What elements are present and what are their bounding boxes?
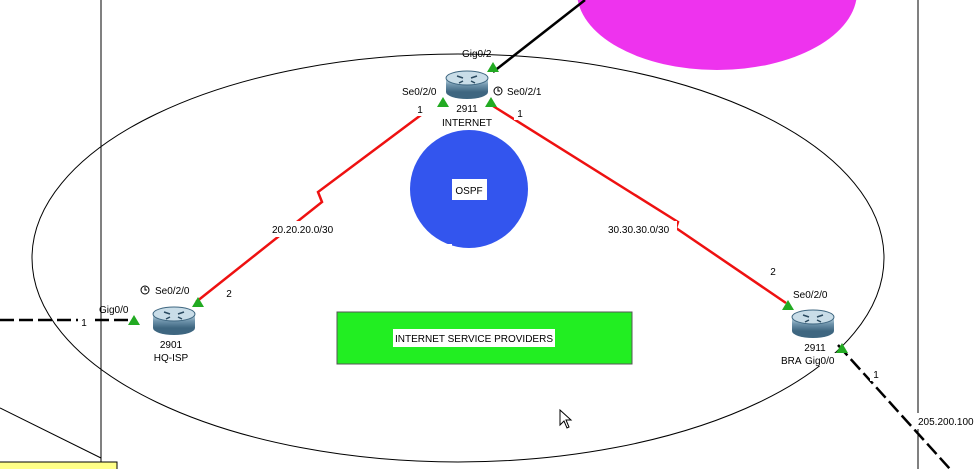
internet-num-right-bg xyxy=(514,106,526,120)
branch-num-serial: 2 xyxy=(770,267,776,278)
branch-model: 2911 xyxy=(804,343,826,354)
ospf-label-stub xyxy=(446,244,452,262)
ospf-label-bg xyxy=(452,179,487,200)
branch-num-serial-bg xyxy=(767,264,779,278)
serial-link-left[interactable] xyxy=(195,110,426,303)
area-diagonal-left xyxy=(0,407,102,459)
internet-port-se0-2-1: Se0/2/1 xyxy=(507,87,542,98)
internet-num-left: 1 xyxy=(417,105,423,116)
magenta-area-shape[interactable] xyxy=(577,0,857,70)
isp-box-label-bg xyxy=(393,329,555,347)
internet-model: 2911 xyxy=(456,104,478,115)
router-branch[interactable] xyxy=(791,309,835,338)
net-left-label: 20.20.20.0/30 xyxy=(272,225,334,236)
branch-num-gig: 1 xyxy=(873,370,879,381)
wan-right-bg xyxy=(915,413,976,429)
hq-num-serial: 2 xyxy=(226,289,232,300)
link-gig0-2[interactable] xyxy=(492,0,586,73)
port-up-hq-gig0-0 xyxy=(128,315,140,325)
net-left-bg xyxy=(269,221,351,237)
clock-icon xyxy=(140,285,150,295)
port-up-hq-se0-2-0 xyxy=(192,297,204,307)
mouse-cursor-icon xyxy=(559,408,573,429)
port-up-internet-se0-2-1 xyxy=(485,97,497,107)
internet-name: INTERNET xyxy=(442,118,492,129)
hq-port-gig0-0: Gig0/0 xyxy=(99,305,129,316)
ospf-label: OSPF xyxy=(455,186,482,197)
hq-num-gig: 1 xyxy=(81,318,87,329)
branch-port-gig-bg xyxy=(803,353,839,366)
port-up-branch-gig0-0 xyxy=(836,343,848,353)
internet-num-right: 1 xyxy=(517,109,523,120)
isp-box-label: INTERNET SERVICE PROVIDERS xyxy=(395,334,553,345)
net-right-label: 30.30.30.0/30 xyxy=(608,225,670,236)
hq-num-serial-bg xyxy=(223,286,235,300)
net-right-bg xyxy=(605,221,677,237)
port-up-internet-gig0-2 xyxy=(487,62,499,72)
branch-name: BRA xyxy=(781,356,802,367)
branch-port-gig0-0: Gig0/0 xyxy=(805,356,835,367)
yellow-note[interactable] xyxy=(0,461,118,469)
clock-icon xyxy=(493,86,503,96)
hq-port-se0-2-0: Se0/2/0 xyxy=(155,286,190,297)
wan-right-label: 205.200.100 xyxy=(918,417,974,428)
hq-num-gig-bg xyxy=(78,315,90,329)
link-branch-gig0-0[interactable] xyxy=(837,344,951,469)
port-up-branch-se0-2-0 xyxy=(782,300,794,310)
branch-port-se0-2-0: Se0/2/0 xyxy=(793,290,828,301)
isp-area-ellipse[interactable] xyxy=(31,53,885,463)
internet-num-left-bg xyxy=(414,102,426,116)
branch-num-gig-bg xyxy=(870,367,882,381)
router-hq-isp[interactable] xyxy=(152,306,196,335)
hq-name: HQ-ISP xyxy=(154,353,189,364)
port-up-internet-se0-2-0 xyxy=(437,97,449,107)
internet-port-gig0-2: Gig0/2 xyxy=(462,49,492,60)
hq-model: 2901 xyxy=(160,340,183,351)
internet-port-se0-2-0: Se0/2/0 xyxy=(402,87,437,98)
router-internet[interactable] xyxy=(445,70,489,99)
serial-link-right[interactable] xyxy=(492,104,787,305)
